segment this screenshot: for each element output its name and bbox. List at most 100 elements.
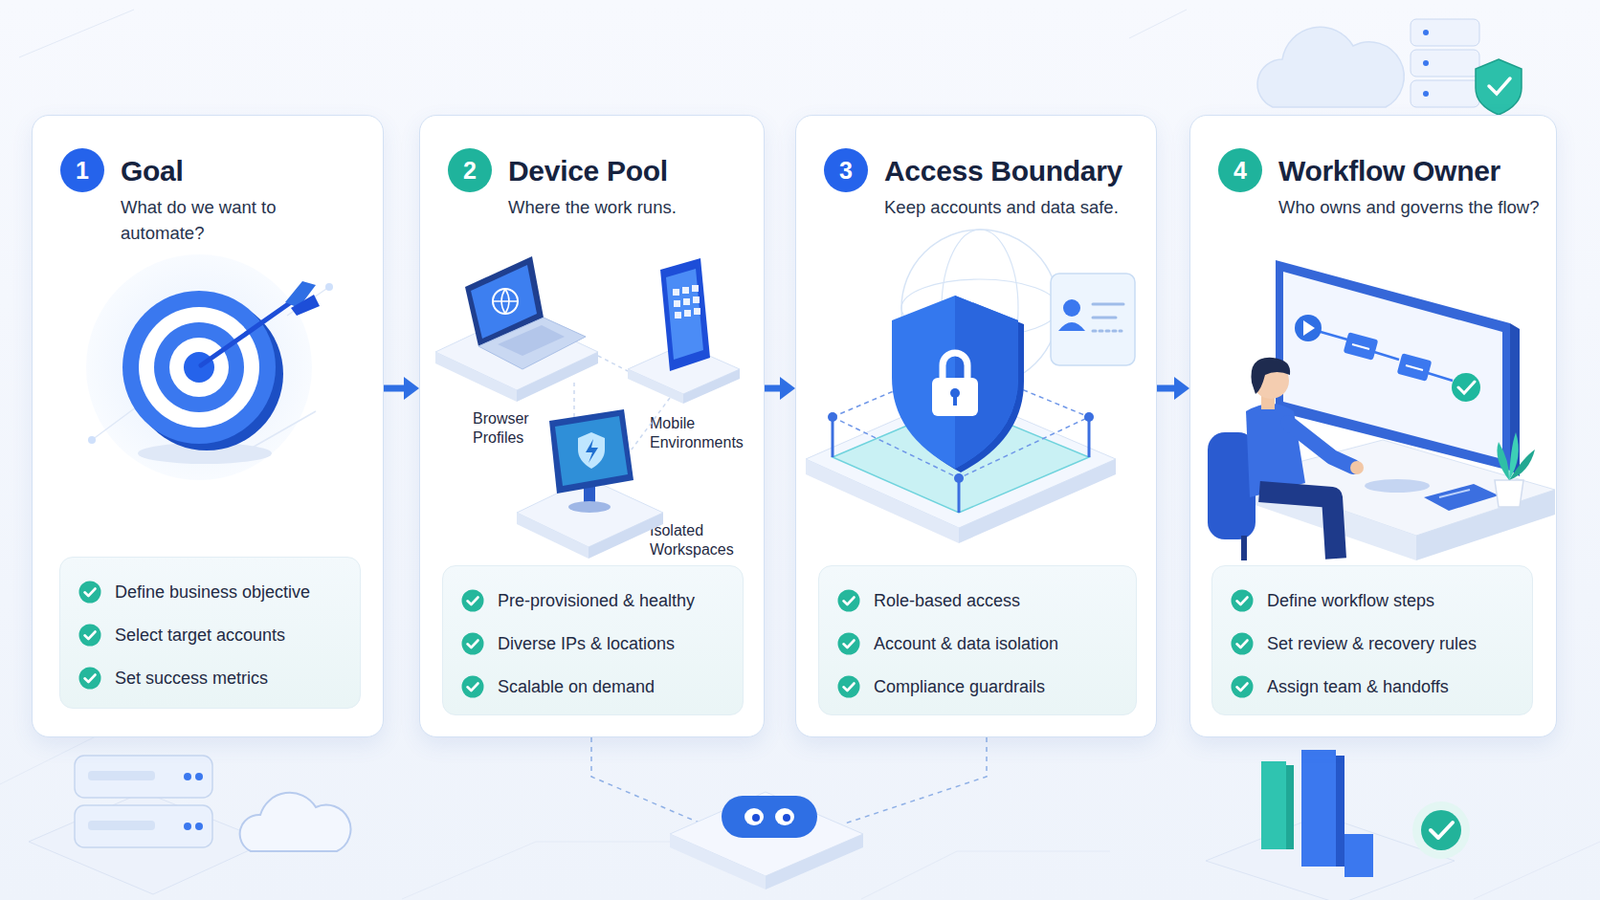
server-light	[1422, 29, 1429, 36]
checklist-box: Define workflow stepsSet review & recove…	[1211, 565, 1534, 716]
desk-side	[1244, 476, 1417, 561]
check-circle	[462, 590, 485, 613]
flow-arrow	[383, 377, 420, 400]
boundary-posts	[832, 363, 1089, 513]
cloud	[240, 793, 352, 852]
plant-pot	[1494, 480, 1524, 508]
platform	[805, 392, 1116, 529]
app-icon	[684, 310, 691, 317]
check-mark	[85, 632, 96, 641]
number-badge: 4	[1218, 148, 1263, 193]
robot-pupil	[752, 814, 760, 823]
platform-side	[683, 369, 740, 404]
post-cap	[954, 358, 964, 369]
checklist-item: Pre-provisioned & healthy	[443, 586, 743, 616]
shield-side	[897, 299, 1024, 473]
checklist-text: Compliance guardrails	[873, 672, 1045, 702]
platform-side	[435, 352, 517, 402]
checklist-item: Set review & recovery rules	[1212, 629, 1533, 659]
check-icon	[461, 632, 485, 656]
shield-icon	[1475, 59, 1522, 115]
checklist-item: Diverse IPs & locations	[443, 629, 743, 659]
checklist-item: Role-based access	[819, 586, 1136, 616]
shield-illustration	[805, 229, 1135, 544]
checklist-text: Assign team & handoffs	[1266, 672, 1449, 702]
boundary-zone	[832, 403, 1089, 513]
desk-side	[1416, 489, 1556, 561]
target-ring	[154, 322, 245, 413]
app-grid	[672, 285, 701, 319]
robot-hub	[591, 737, 987, 890]
checklist-item: Assign team & handoffs	[1212, 672, 1533, 702]
halo	[86, 254, 312, 481]
checklist-text: Set success metrics	[114, 664, 268, 693]
checklist-box: Define business objectiveSelect target a…	[59, 556, 361, 710]
id-line	[1092, 316, 1116, 320]
robot-eye	[775, 808, 795, 826]
play-icon	[1303, 320, 1315, 336]
server-unit	[1410, 49, 1480, 77]
arrow-head	[1174, 377, 1190, 400]
plant-leaf	[1509, 449, 1535, 481]
platform-side	[516, 352, 599, 402]
check-halo	[1412, 801, 1470, 860]
phone-body	[660, 258, 711, 372]
decor-dot	[88, 436, 96, 445]
check-circle	[79, 624, 102, 647]
decor-line	[91, 287, 330, 450]
step-number: 3	[839, 156, 853, 185]
check-icon	[1230, 589, 1254, 613]
step-card: Device PoolWhere the work runs.2Pre-prov…	[419, 114, 765, 738]
monitor-frame	[549, 409, 634, 494]
checklist-box: Role-based accessAccount & data isolatio…	[818, 565, 1137, 716]
dart-shaft	[200, 302, 291, 366]
person-hand	[1350, 461, 1364, 475]
check-mark	[1237, 641, 1248, 649]
checklist-item: Select target accounts	[60, 621, 360, 650]
app-icon	[674, 311, 682, 319]
check-circle	[1231, 633, 1254, 656]
monitor-stand	[583, 486, 596, 506]
chart-bar-side	[1335, 755, 1345, 867]
step-number: 1	[75, 156, 89, 185]
circuit-line	[19, 9, 1187, 58]
card-title: Goal	[120, 154, 183, 189]
flow-step	[1343, 332, 1379, 361]
robot-eye	[744, 808, 764, 826]
platform	[516, 478, 664, 548]
monitor-base	[568, 501, 611, 513]
bolt-icon	[585, 439, 599, 464]
check-icon	[461, 589, 485, 613]
check-mark	[1430, 822, 1453, 839]
server-unit	[74, 805, 213, 848]
platform-side	[669, 834, 766, 890]
check-mark	[467, 684, 479, 692]
check-icon	[837, 632, 861, 656]
globe-meridian	[941, 229, 1019, 387]
flow-step-line	[1352, 344, 1370, 350]
app-icon	[673, 300, 681, 308]
app-icon	[683, 298, 690, 306]
check-circle	[838, 676, 861, 699]
flow-arrow	[1156, 377, 1190, 400]
monitor-screen	[1283, 271, 1503, 460]
app-icon	[682, 287, 689, 294]
flow-step	[1397, 353, 1433, 382]
check-circle	[462, 633, 485, 656]
chart-bar	[1344, 834, 1374, 878]
platform-side	[958, 459, 1116, 544]
check-circle	[838, 633, 861, 656]
decor-dot	[325, 283, 334, 291]
platform	[669, 792, 864, 877]
checklist-item: Set success metrics	[60, 664, 360, 693]
checklist-text: Scalable on demand	[497, 672, 655, 702]
checklist-text: Role-based access	[873, 586, 1021, 616]
platform	[28, 792, 268, 895]
chart-bar-side	[1286, 765, 1294, 850]
server-unit	[1410, 19, 1480, 46]
checklist-text: Account & data isolation	[873, 629, 1059, 659]
circuit-lines	[0, 9, 1600, 900]
flow-line	[1320, 332, 1453, 381]
